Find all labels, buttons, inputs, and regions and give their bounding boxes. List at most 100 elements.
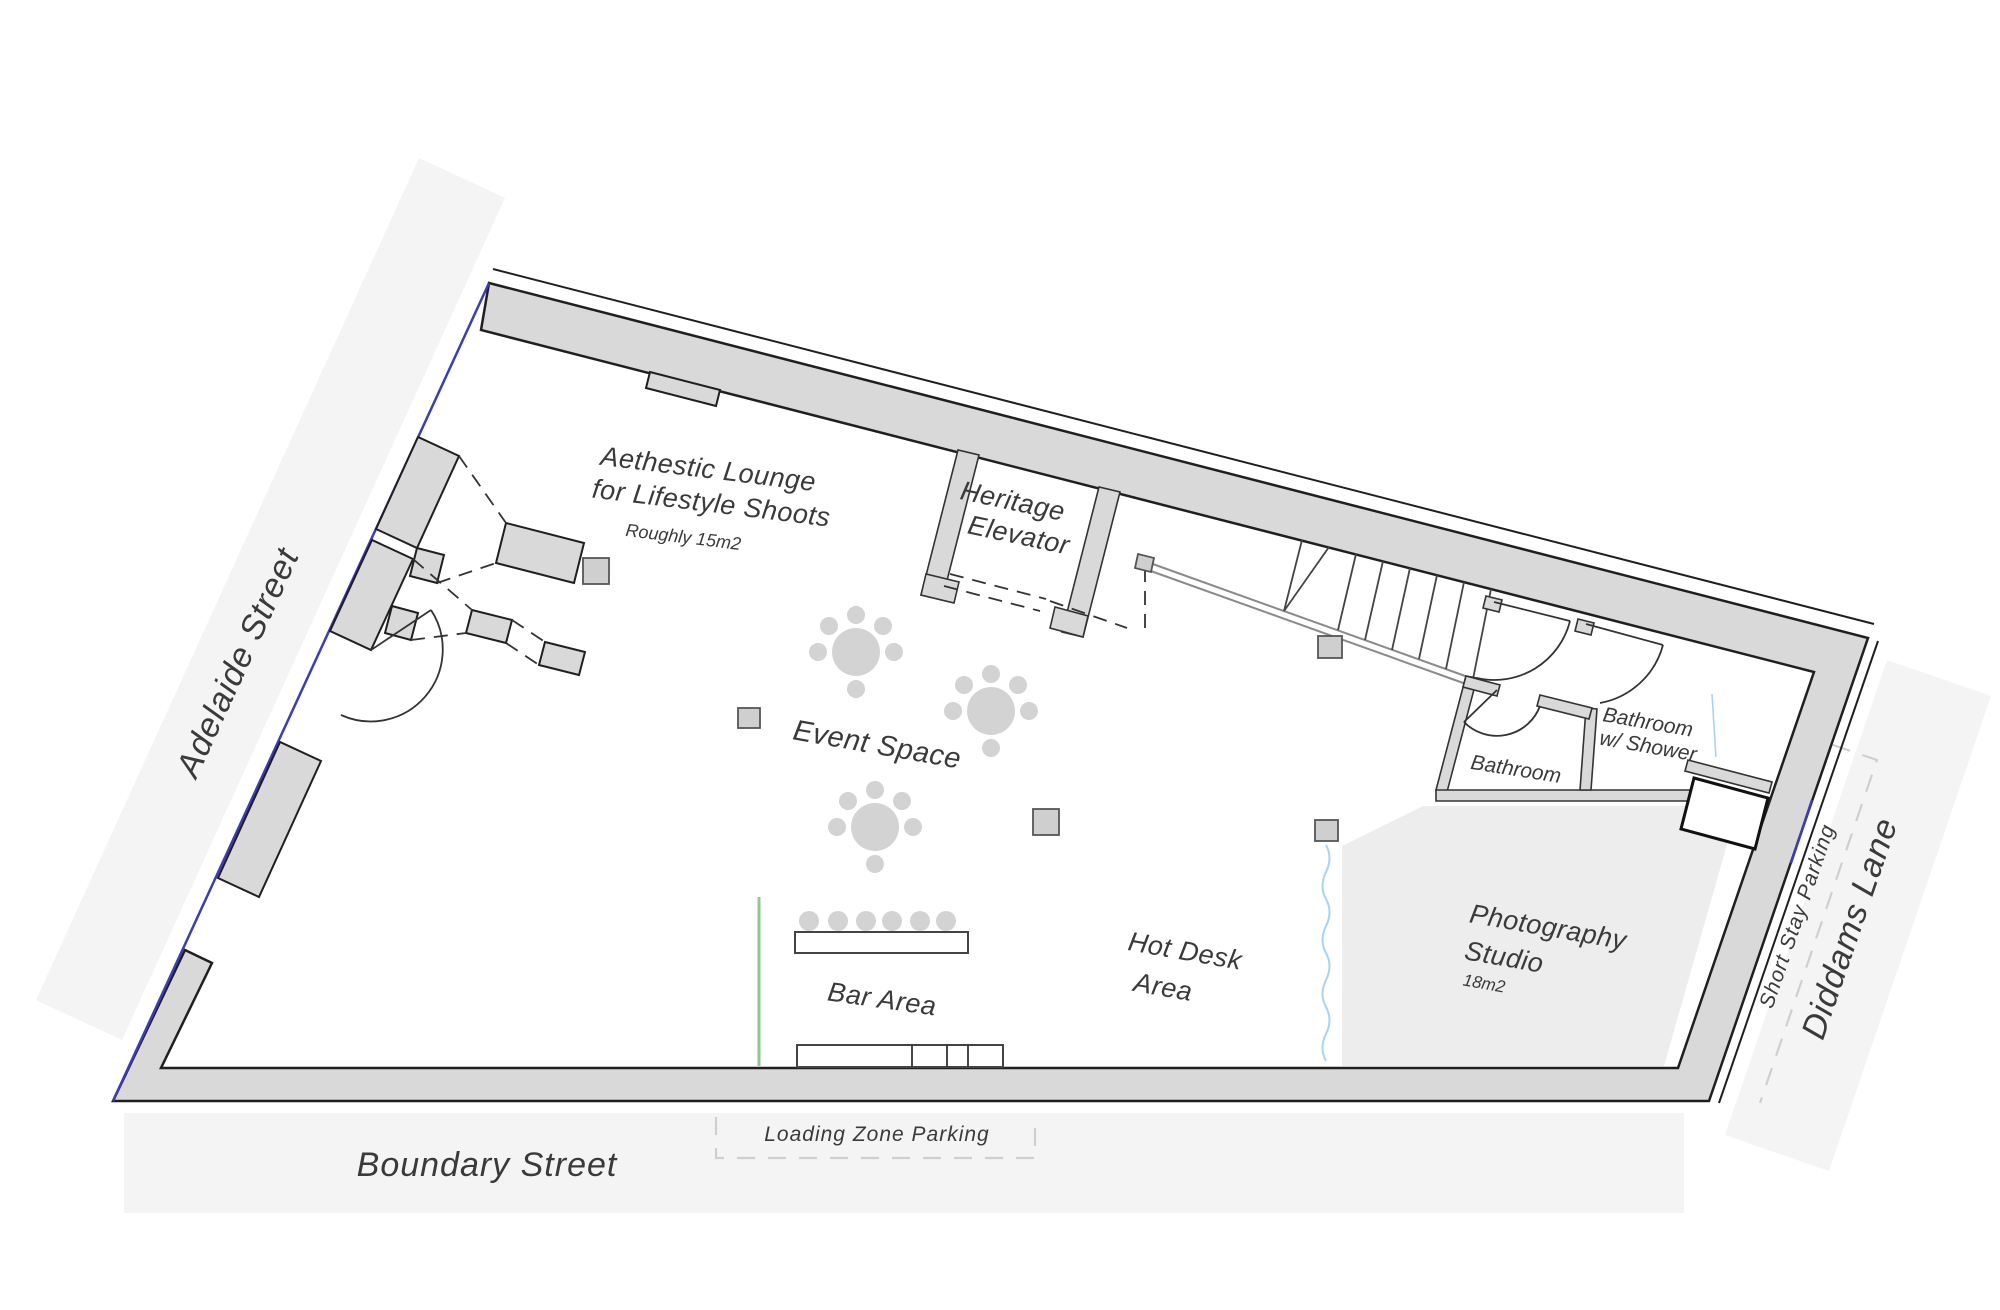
inner-pier — [464, 608, 514, 645]
door-hinge-stub — [1574, 618, 1595, 636]
staircase — [1133, 539, 1492, 685]
columns — [582, 557, 1343, 842]
door-swing-arc — [1599, 644, 1664, 704]
chair — [820, 617, 838, 635]
diddams-lane-band — [1725, 660, 1991, 1171]
entry-door-left — [340, 609, 444, 723]
bar-stool — [799, 911, 819, 931]
bathroom-label: Bathroom — [1469, 751, 1563, 788]
chair — [893, 792, 911, 810]
site-boundary-line-right — [1789, 799, 1814, 864]
chair — [866, 855, 884, 873]
door-leaf — [370, 609, 432, 651]
door-hinge-stub — [1482, 595, 1503, 613]
boundary-street-label: Boundary Street — [357, 1146, 618, 1184]
parapet-line-top — [492, 268, 1875, 625]
stair-riser — [1283, 539, 1303, 612]
bathroom-wall-bottom — [1435, 789, 1693, 802]
bay-dashed-line — [458, 455, 507, 524]
bar-stool — [882, 911, 902, 931]
chair — [809, 643, 827, 661]
chair — [847, 606, 865, 624]
door-leaf — [1493, 601, 1571, 622]
loading-zone-box — [714, 1117, 1037, 1160]
door-swing-arc — [1463, 705, 1541, 737]
lobby-dashed-line — [1049, 600, 1128, 629]
handrail — [1149, 562, 1469, 678]
chair — [828, 818, 846, 836]
stair-riser — [1337, 553, 1357, 631]
chair — [885, 643, 903, 661]
chair — [982, 739, 1000, 757]
chair — [944, 702, 962, 720]
bar-stool — [856, 911, 876, 931]
bay-dashed-line — [436, 562, 497, 584]
stair-riser — [1391, 567, 1411, 651]
newel-post — [1133, 552, 1156, 574]
corridor-nook-wall — [1684, 759, 1773, 794]
chair — [904, 818, 922, 836]
elevator-door-dashed — [943, 585, 1041, 612]
bathroom-wall-left — [1435, 675, 1478, 793]
elevator-lobby-dashed — [1049, 562, 1146, 629]
bar-high-table — [794, 931, 969, 954]
bar-stool — [936, 911, 956, 931]
bar-stool — [828, 911, 848, 931]
adelaide-street-band — [36, 158, 505, 1040]
event-space-label: Event Space — [791, 715, 964, 776]
building-walls — [111, 281, 1870, 1103]
elevator-door-dashed — [949, 573, 1047, 600]
round-table — [967, 687, 1015, 735]
inner-pier — [494, 521, 586, 585]
chair — [955, 676, 973, 694]
door-swing-arc — [1476, 620, 1571, 681]
storage-nook-room — [1679, 776, 1770, 851]
bathroom-wall-divider — [1579, 707, 1598, 791]
chair — [1020, 702, 1038, 720]
bar-stool — [910, 911, 930, 931]
chair — [874, 617, 892, 635]
round-table-group — [944, 665, 1038, 757]
lounge-window-piers — [216, 435, 587, 899]
chair — [1009, 676, 1027, 694]
glass-partition-line — [1711, 693, 1717, 758]
round-table-group — [809, 606, 903, 698]
chair — [982, 665, 1000, 683]
inner-pier — [537, 640, 587, 677]
short-stay-parking-dashes — [1758, 743, 1879, 1104]
stair-riser — [1418, 574, 1438, 660]
stair-riser — [1283, 546, 1330, 612]
curtain-wavy-line — [1321, 844, 1331, 1062]
boundary-street-band — [124, 1113, 1684, 1213]
bay-dashed-line — [505, 642, 540, 666]
bay-dashed-line — [412, 558, 473, 611]
loading-zone-parking-label: Loading Zone Parking — [764, 1123, 989, 1146]
column — [1314, 819, 1339, 842]
bathroom-wall-top — [1536, 694, 1593, 720]
bar-area-label: Bar Area — [826, 977, 939, 1022]
room-labels: Aethestic Lounge for Lifestyle Shoots Ro… — [591, 441, 1700, 1022]
door-swing-arc — [340, 609, 444, 723]
site-boundary-line-left — [111, 282, 491, 1102]
wall-pier-foot — [408, 546, 446, 585]
chair — [839, 792, 857, 810]
door-leaf — [1463, 689, 1498, 723]
column — [1317, 635, 1343, 659]
bar-counter — [796, 1044, 1004, 1068]
elevator-door-stub — [1049, 606, 1089, 638]
top-wall-pilaster — [644, 370, 722, 408]
parking-markings — [714, 743, 1879, 1160]
street-bands — [36, 158, 1991, 1213]
bar-area-furniture — [757, 897, 1004, 1068]
handrail — [1147, 569, 1467, 685]
door-leaf — [1585, 623, 1664, 646]
bathroom-block — [1435, 595, 1773, 851]
parapet-line-right — [1718, 640, 1879, 1104]
stair-riser — [1445, 581, 1465, 670]
column — [737, 707, 761, 729]
chair — [847, 680, 865, 698]
round-table — [832, 628, 880, 676]
stair-riser — [1364, 560, 1384, 641]
